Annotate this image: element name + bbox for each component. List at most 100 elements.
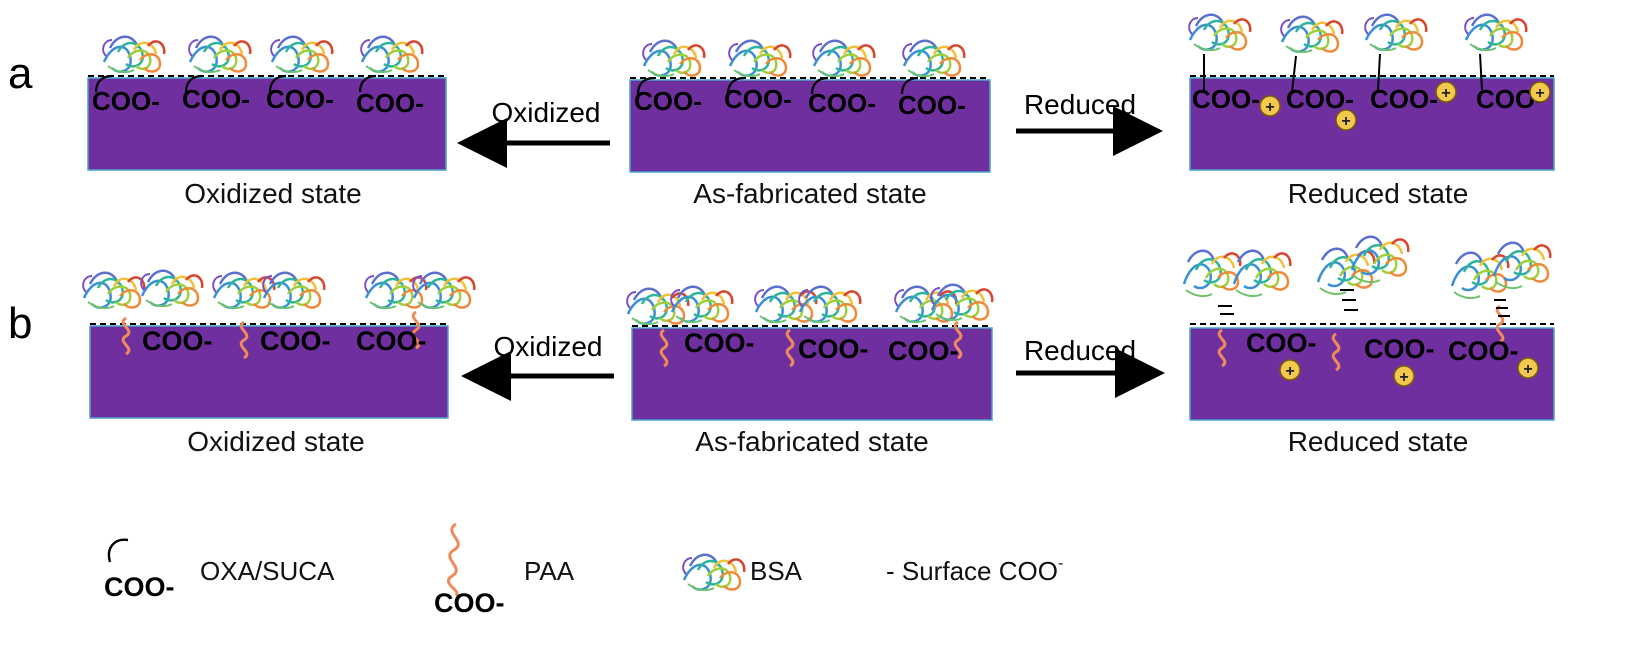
bsa-protein — [1492, 241, 1552, 290]
bsa-protein — [753, 285, 818, 324]
positive-charge-icon: + — [1279, 359, 1301, 381]
svg-text:+: + — [1441, 85, 1450, 102]
svg-text:+: + — [1535, 85, 1544, 102]
coo-label: COO- — [260, 326, 331, 356]
positive-charge-icon: + — [1529, 81, 1551, 103]
substrate — [1189, 77, 1555, 171]
coo-label: COO- — [92, 86, 160, 116]
bsa-protein — [1232, 249, 1292, 298]
legend: COO- OXA/SUCA COO- PAA BSA - Surface COO… — [104, 522, 1063, 618]
legend-coo-label: COO- — [434, 588, 505, 618]
bsa-protein — [1279, 15, 1344, 54]
coo-label: COO- — [1192, 84, 1260, 114]
positive-charge-icon: + — [1393, 365, 1415, 387]
bsa-protein — [101, 35, 166, 74]
bsa-protein — [359, 35, 424, 74]
coo-label: COO- — [1286, 84, 1354, 114]
legend-bsa-label: BSA — [750, 556, 803, 586]
coo-label: COO- — [142, 326, 213, 356]
panel-b-reduced: COO- COO- COO- + + + Reduced state — [1182, 235, 1555, 457]
coo-label: COO- — [724, 84, 792, 114]
positive-charge-icon: + — [1259, 95, 1281, 117]
caption-oxidized-state: Oxidized state — [184, 178, 361, 209]
coo-label: COO- — [634, 86, 702, 116]
coo-label: COO- — [808, 88, 876, 118]
bsa-protein — [797, 285, 862, 324]
svg-text:+: + — [1341, 113, 1350, 130]
bsa-protein — [1363, 13, 1428, 52]
bsa-protein — [1350, 235, 1410, 284]
panel-b-oxidized: COO- COO- COO- Oxidized state — [81, 269, 476, 457]
paa-chain-icon — [446, 522, 460, 598]
coo-label: COO- — [356, 88, 424, 118]
row-a-letter: a — [8, 49, 33, 98]
coo-label: COO- — [1364, 334, 1435, 364]
bsa-protein — [187, 35, 252, 74]
bsa-protein — [893, 285, 958, 324]
coo-label: COO- — [1448, 336, 1519, 366]
panel-b-as-fabricated: COO- COO- COO- As-fabricated state — [625, 283, 994, 457]
row-b-letter: b — [8, 299, 32, 348]
coo-label: COO- — [888, 336, 959, 366]
extended-linker — [1377, 53, 1381, 91]
substrate — [87, 77, 447, 171]
coo-label: COO- — [1246, 328, 1317, 358]
coo-label: COO- — [182, 84, 250, 114]
legend-surface-label: - Surface COO- — [886, 555, 1063, 586]
bsa-protein — [269, 35, 334, 74]
svg-text:+: + — [1285, 363, 1294, 380]
caption-reduced-state: Reduced state — [1288, 426, 1469, 457]
bsa-protein — [901, 39, 966, 78]
panel-a-as-fabricated: COO- COO- COO- COO- As-fabricated state — [629, 39, 991, 209]
bsa-protein — [1450, 251, 1510, 300]
bsa-protein — [1187, 13, 1252, 52]
bsa-protein — [811, 39, 876, 78]
surface-charge-dashes — [1218, 289, 1510, 317]
svg-text:+: + — [1399, 369, 1408, 386]
arrow-label-oxidized: Oxidized — [494, 331, 603, 362]
legend-oxa-label: OXA/SUCA — [200, 556, 335, 586]
extended-linker — [1291, 55, 1297, 93]
legend-paa-label: PAA — [524, 556, 575, 586]
coo-label: COO- — [684, 328, 755, 358]
bsa-protein — [1316, 247, 1376, 296]
substrate — [629, 79, 991, 173]
svg-text:+: + — [1523, 361, 1532, 378]
bsa-protein — [81, 271, 146, 310]
legend-surface-coo: - Surface COO- — [886, 555, 1063, 586]
bsa-protein — [641, 39, 706, 78]
legend-oxa-suca: COO- OXA/SUCA — [104, 538, 335, 602]
coo-label: COO- — [898, 90, 966, 120]
caption-as-fabricated-state: As-fabricated state — [693, 178, 926, 209]
caption-as-fabricated-state: As-fabricated state — [695, 426, 928, 457]
caption-oxidized-state: Oxidized state — [187, 426, 364, 457]
arrow-label-reduced: Reduced — [1024, 89, 1136, 120]
linker-hook-icon — [107, 538, 129, 563]
bsa-protein — [261, 271, 326, 310]
panel-a-oxidized: COO- COO- COO- COO- Oxidized state — [87, 35, 447, 209]
bsa-protein — [139, 269, 204, 308]
svg-text:+: + — [1265, 99, 1274, 116]
coo-label: COO- — [356, 326, 427, 356]
positive-charge-icon: + — [1435, 81, 1457, 103]
legend-paa: COO- PAA — [434, 522, 575, 618]
panel-a-reduced: COO- COO- COO- COO- + + + + Reduced stat… — [1187, 13, 1555, 209]
bsa-protein-icon — [681, 553, 746, 592]
bsa-protein — [1182, 249, 1242, 298]
legend-coo-label: COO- — [104, 572, 175, 602]
coo-label: COO- — [266, 84, 334, 114]
positive-charge-icon: + — [1517, 357, 1539, 379]
bsa-protein — [727, 39, 792, 78]
caption-reduced-state: Reduced state — [1288, 178, 1469, 209]
substrate — [1189, 327, 1555, 421]
coo-label: COO- — [798, 334, 869, 364]
coo-label: COO- — [1370, 84, 1438, 114]
arrow-label-reduced: Reduced — [1024, 335, 1136, 366]
substrate — [631, 327, 993, 421]
positive-charge-icon: + — [1335, 109, 1357, 131]
arrow-label-oxidized: Oxidized — [492, 97, 601, 128]
extended-linker — [1479, 53, 1483, 91]
legend-bsa: BSA — [681, 553, 803, 592]
bsa-protein — [1463, 13, 1528, 52]
